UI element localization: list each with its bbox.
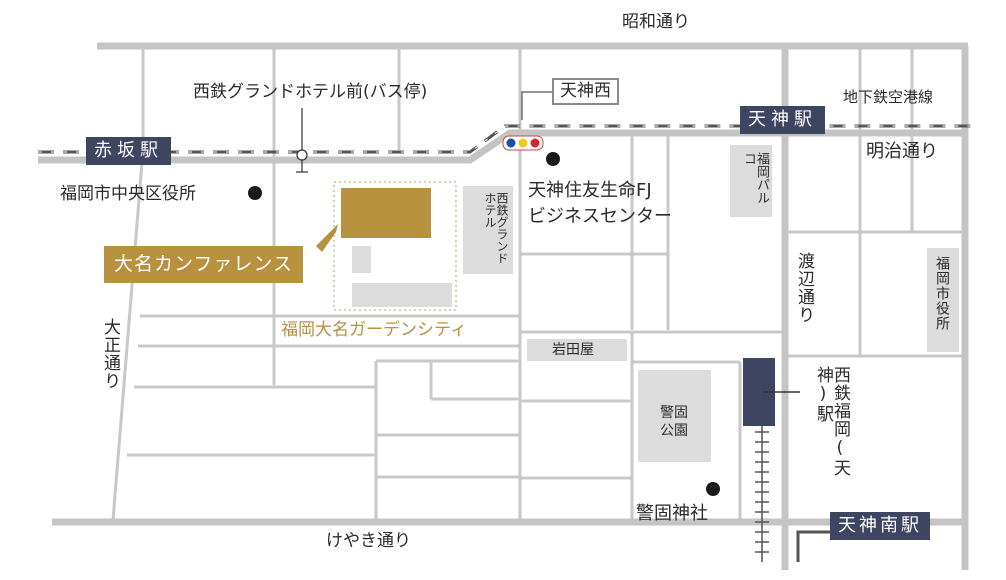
nishitetsu-track — [755, 426, 769, 562]
meiji-road — [38, 129, 968, 164]
fukuoka-city-hall-label: 福岡市役所 — [934, 256, 950, 331]
tenjin-nishi-bus-icon — [502, 135, 544, 151]
road-label-keyaki: けやき通り — [326, 531, 411, 551]
chuo-ward-office-marker — [248, 186, 262, 200]
nishitetsu-grand-hotel-label: 西鉄グランドホテル — [483, 192, 509, 264]
road-label-taisho: 大正通り — [100, 318, 120, 390]
station-akasaka[interactable]: 赤坂駅 — [86, 137, 171, 165]
station-tenjin-minami[interactable]: 天神南駅 — [830, 512, 930, 540]
nishitetsu-grand-hotel — [463, 186, 513, 274]
road-label-watanabe: 渡辺通り — [794, 252, 814, 324]
major-roads — [38, 42, 969, 570]
station-tenjin[interactable]: 天神駅 — [740, 106, 825, 134]
keigo-shrine-marker — [706, 482, 720, 496]
subway-line-label: 地下鉄空港線 — [843, 88, 934, 106]
keigo-park-label: 警固公園 — [660, 405, 688, 440]
venue-building — [341, 188, 431, 238]
minor-roads — [111, 46, 965, 521]
iwataya — [527, 339, 627, 361]
sumitomo-fj-label-1: 天神住友生命FJ — [528, 180, 652, 201]
keigo-park — [638, 370, 711, 462]
garden-city-outline — [333, 181, 457, 311]
chuo-ward-office-label: 福岡市中央区役所 — [60, 184, 196, 204]
road-label-showa: 昭和通り — [622, 12, 690, 32]
fukuoka-parco-label: 福岡パルコ — [741, 152, 769, 204]
fukuoka-parco — [730, 145, 772, 217]
sumitomo-fj-label-2: ビジネスセンター — [528, 206, 672, 227]
bus-stop-label: 西鉄グランドホテル前(バス停) — [193, 82, 428, 102]
bus-stop-icon — [296, 108, 308, 173]
station-tenjin-nishi[interactable]: 天神西 — [552, 78, 619, 105]
venue-daimyo-conference[interactable]: 大名カンファレンス — [104, 246, 304, 283]
road-label-meiji: 明治通り — [866, 141, 938, 162]
keigo-shrine-label: 警固神社 — [636, 503, 708, 524]
garden-city-label: 福岡大名ガーデンシティ — [281, 320, 467, 340]
iwataya-label: 岩田屋 — [552, 342, 594, 358]
fukuoka-city-hall — [927, 248, 959, 352]
station-nishitetsu-fukuoka[interactable]: 西鉄福岡(天神)駅 — [813, 366, 850, 477]
sumitomo-fj-marker — [546, 152, 560, 166]
